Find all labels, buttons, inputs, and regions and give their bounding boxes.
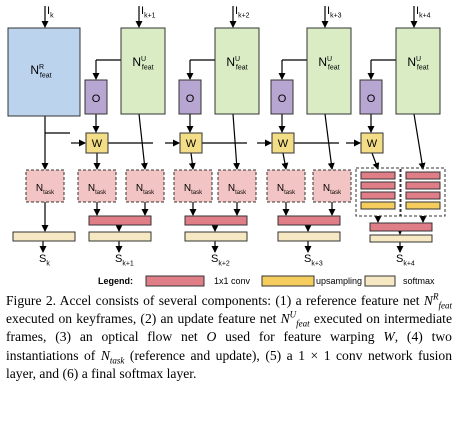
task-net-ref-layer-0 — [360, 171, 396, 180]
blocks — [7, 27, 446, 287]
caption-part-4: used for feature warping — [216, 329, 384, 345]
warp-to-task-4 — [371, 152, 380, 170]
optical-flow-net-3 — [270, 79, 294, 115]
task-net-ref-label-2: Ntask — [184, 183, 203, 196]
update-feature-net-4 — [395, 27, 441, 115]
legend-softmax-swatch — [364, 275, 396, 287]
output-label-1: Sk+1 — [115, 253, 134, 267]
update-feature-net-2 — [214, 27, 260, 115]
task-net-ref-label-3: Ntask — [277, 183, 296, 196]
output-label-3: Sk+3 — [304, 253, 323, 267]
frame-label-4: Ik+4 — [416, 5, 431, 19]
update-to-task-3 — [324, 113, 335, 170]
fusion-conv-4 — [369, 222, 433, 232]
legend-conv-label: 1x1 conv — [214, 276, 251, 286]
task-net-update-3 — [312, 169, 352, 203]
task-net-ref-2 — [173, 169, 213, 203]
warp-label-1: W — [92, 138, 103, 150]
caption-part-6: (reference and update), (5) a 1 × 1 conv… — [6, 347, 452, 381]
task-net-update-label-3: Ntask — [323, 183, 342, 196]
task-net-update-label-2: Ntask — [228, 183, 247, 196]
output-label-0: Sk — [39, 253, 50, 267]
caption-math-ref-net: NRfeat — [423, 291, 452, 311]
softmax-3 — [277, 231, 341, 242]
optical-flow-label-2: O — [186, 93, 195, 105]
warp-op-3 — [271, 132, 295, 154]
update-to-task-2 — [232, 113, 241, 170]
warp-label-2: W — [186, 138, 197, 150]
fusion-conv-3 — [277, 215, 341, 226]
task-net-ref-1 — [77, 169, 117, 203]
task-net-update-layer-3 — [405, 201, 441, 210]
softmax-1 — [88, 231, 152, 242]
warp-op-2 — [179, 132, 203, 154]
task-net-ref-outline-4 — [355, 167, 401, 217]
caption-math-warp: W — [383, 329, 395, 345]
output-label-4: Sk+4 — [396, 253, 415, 267]
legend-upsampling-label: upsampling — [316, 276, 362, 286]
task-net-ref-layer-1 — [360, 181, 396, 190]
softmax-4 — [369, 234, 433, 243]
task-net-ref-layer-2 — [360, 191, 396, 200]
optical-flow-label-1: O — [92, 93, 101, 105]
legend-upsampling-swatch — [261, 275, 315, 287]
task-net-ref-label-1: Ntask — [88, 183, 107, 196]
task-net-update-outline-4 — [400, 167, 446, 217]
caption-math-flow: O — [206, 329, 217, 345]
update-to-task-1 — [138, 113, 148, 170]
softmax-2 — [184, 231, 248, 242]
legend-softmax-label: softmax — [403, 276, 435, 286]
optical-flow-net-1 — [84, 79, 108, 115]
optical-flow-net-2 — [178, 79, 202, 115]
warp-label-4: W — [367, 138, 378, 150]
update-feature-net-3 — [306, 27, 352, 115]
optical-flow-label-4: O — [367, 93, 376, 105]
softmax-0 — [12, 231, 76, 242]
warp-to-task-2 — [188, 152, 196, 170]
warp-op-4 — [360, 132, 384, 154]
output-label-2: Sk+2 — [211, 253, 230, 267]
caption-math-task: Ntask — [100, 347, 125, 366]
caption-part-2: executed on keyframes, (2) an update fea… — [6, 311, 281, 327]
task-net-ref-3 — [266, 169, 306, 203]
task-net-ref-label-0: Ntask — [36, 183, 55, 196]
legend-title: Legend: — [98, 276, 133, 286]
task-net-ref-layer-3 — [360, 201, 396, 210]
optical-flow-net-4 — [359, 79, 383, 115]
warp-to-task-3 — [281, 152, 289, 170]
task-net-update-2 — [217, 169, 257, 203]
task-net-update-layer-0 — [405, 171, 441, 180]
task-net-update-layer-2 — [405, 191, 441, 200]
warp-label-3: W — [278, 138, 289, 150]
fusion-conv-2 — [184, 215, 248, 226]
frame-label-2: Ik+2 — [235, 5, 250, 19]
task-net-update-1 — [125, 169, 165, 203]
legend-conv-swatch — [145, 275, 205, 287]
figure-caption: Figure 2. Accel consists of several comp… — [6, 292, 452, 383]
caption-part-5: , (4) two instantiations of — [6, 329, 452, 363]
frame-label-1: Ik+1 — [141, 5, 156, 19]
caption-part-1: Figure 2. Accel consists of several comp… — [6, 293, 424, 308]
frame-label-0: Ik — [47, 5, 54, 19]
task-net-update-label-1: Ntask — [136, 183, 155, 196]
warp-op-1 — [85, 132, 109, 154]
caption-math-update-net: NUfeat — [280, 309, 310, 329]
task-net-ref-0 — [25, 169, 65, 203]
update-feature-net-1 — [120, 27, 166, 115]
optical-flow-label-3: O — [278, 93, 287, 105]
frame-label-3: Ik+3 — [327, 5, 342, 19]
fusion-conv-1 — [88, 215, 152, 226]
task-net-update-layer-1 — [405, 181, 441, 190]
update-to-task-4 — [413, 113, 426, 170]
ref-feature-net — [7, 27, 81, 117]
caption-part-3: executed on intermediate frames, (3) an … — [6, 311, 452, 345]
